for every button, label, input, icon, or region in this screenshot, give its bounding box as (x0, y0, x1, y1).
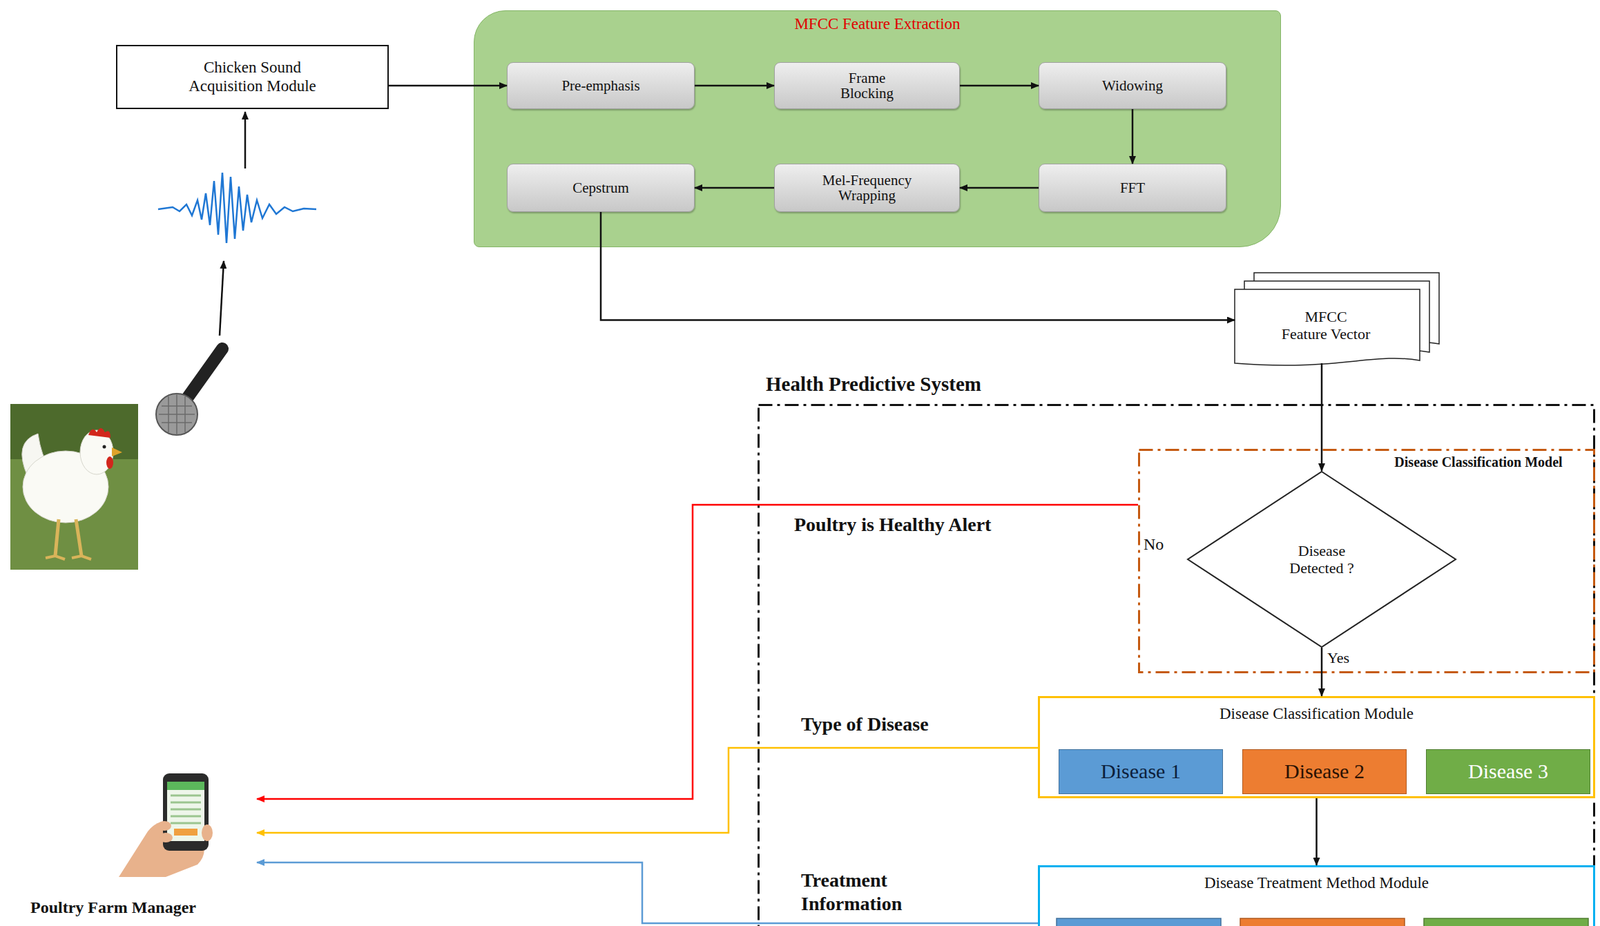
chicken-wattle (106, 456, 114, 469)
module-title: Disease Treatment Method Module (1039, 867, 1594, 893)
process-label: Pre-emphasis (561, 77, 640, 94)
process-label: FFT (1120, 179, 1145, 197)
disease-box: Disease 2 (1242, 749, 1407, 795)
chicken-beak (111, 447, 123, 457)
user-label: Poultry Farm Manager (30, 897, 197, 918)
microphone-handle (186, 348, 223, 400)
treatment-box (1423, 918, 1589, 926)
module-box: Chicken Sound Acquisition Module (116, 44, 389, 110)
disease-label: Disease 1 (1100, 759, 1181, 784)
alert-label: Poultry is Healthy Alert (794, 513, 991, 537)
connector (1315, 798, 1318, 866)
region-title: Disease Classification Model (1364, 454, 1593, 471)
model-region: Disease Classification ModelDisease Dete… (1138, 448, 1596, 674)
process-box: Mel-Frequency Wrapping (774, 163, 960, 212)
diamond-outline (1187, 471, 1456, 648)
disease-box: Disease 3 (1425, 749, 1591, 795)
process-box: FFT (1038, 163, 1227, 212)
disease-box: Disease 1 (1058, 749, 1223, 795)
system-region: Health Predictive SystemDisease Classifi… (757, 403, 1596, 926)
process-box: Widowing (1038, 62, 1227, 110)
process-label: Mel-Frequency Wrapping (818, 172, 916, 204)
connector (1321, 363, 1324, 471)
process-label: Cepstrum (572, 179, 630, 197)
process-box: Pre-emphasis (506, 62, 695, 110)
system-region-outline (757, 403, 1596, 926)
dash-dot-border (1139, 450, 1595, 673)
module-label: Chicken Sound Acquisition Module (178, 58, 327, 96)
chicken-comb (88, 428, 111, 438)
document-page (1234, 289, 1420, 366)
connector (959, 187, 1039, 190)
treatment-module: Disease Treatment Method Module (1037, 865, 1596, 926)
document-stack: MFCC Feature Vector (1234, 272, 1440, 368)
chicken-leg (55, 519, 59, 556)
branch-label: No (1143, 534, 1164, 555)
region-title: Health Predictive System (757, 372, 1596, 397)
disease-label: Disease 3 (1468, 759, 1549, 784)
treatment-wire (256, 862, 1038, 924)
decision-label: Disease Detected ? (1287, 542, 1357, 578)
microphone-symbol (156, 348, 223, 436)
treatment-box (1240, 918, 1405, 926)
phone-button (174, 828, 198, 836)
panel-title: MFCC Feature Extraction (474, 11, 1281, 34)
process-box: Cepstrum (506, 163, 695, 212)
phone-picture (118, 773, 213, 877)
chicken-picture (10, 403, 139, 570)
chicken-leg (75, 519, 82, 556)
decision-diamond: Disease Detected ? (1187, 470, 1457, 648)
signal-arrow (219, 261, 224, 336)
finger (158, 832, 173, 843)
classification-module: Disease Classification ModuleDisease 1 Di… (1037, 696, 1596, 799)
treatment-box (1056, 918, 1221, 926)
output-label: Treatment Information (801, 868, 967, 915)
connector (388, 84, 507, 88)
phone-rows (170, 795, 201, 824)
disease-wire (256, 747, 1038, 833)
dash-dot-border (758, 405, 1595, 926)
signal-arrow (244, 111, 247, 169)
module-title: Disease Classification Module (1039, 698, 1594, 724)
finger (157, 821, 172, 831)
connector (1321, 647, 1324, 697)
document-label: MFCC Feature Vector (1280, 308, 1371, 342)
disease-label: Disease 2 (1284, 759, 1365, 784)
connector (959, 84, 1039, 88)
microphone-mesh (158, 393, 195, 436)
sound-waveform (158, 172, 317, 244)
connector (694, 187, 775, 190)
chicken-eye (102, 445, 107, 449)
process-label: Frame Blocking (825, 70, 909, 101)
phone-screen (167, 781, 205, 842)
phone-bar (167, 781, 205, 790)
process-label: Widowing (1102, 77, 1163, 94)
chicken-feet (45, 555, 92, 560)
photo-ground (10, 403, 139, 570)
process-box: Frame Blocking (774, 62, 960, 110)
alert-wire (256, 504, 1139, 799)
edge-label: Yes (1327, 649, 1350, 668)
thumb (201, 824, 213, 842)
connector (694, 84, 775, 88)
output-label: Type of Disease (801, 712, 929, 737)
feature-panel: MFCC Feature ExtractionPre-emphasis Frame… (473, 10, 1281, 248)
connector (1131, 109, 1134, 164)
microphone-head (156, 393, 198, 436)
